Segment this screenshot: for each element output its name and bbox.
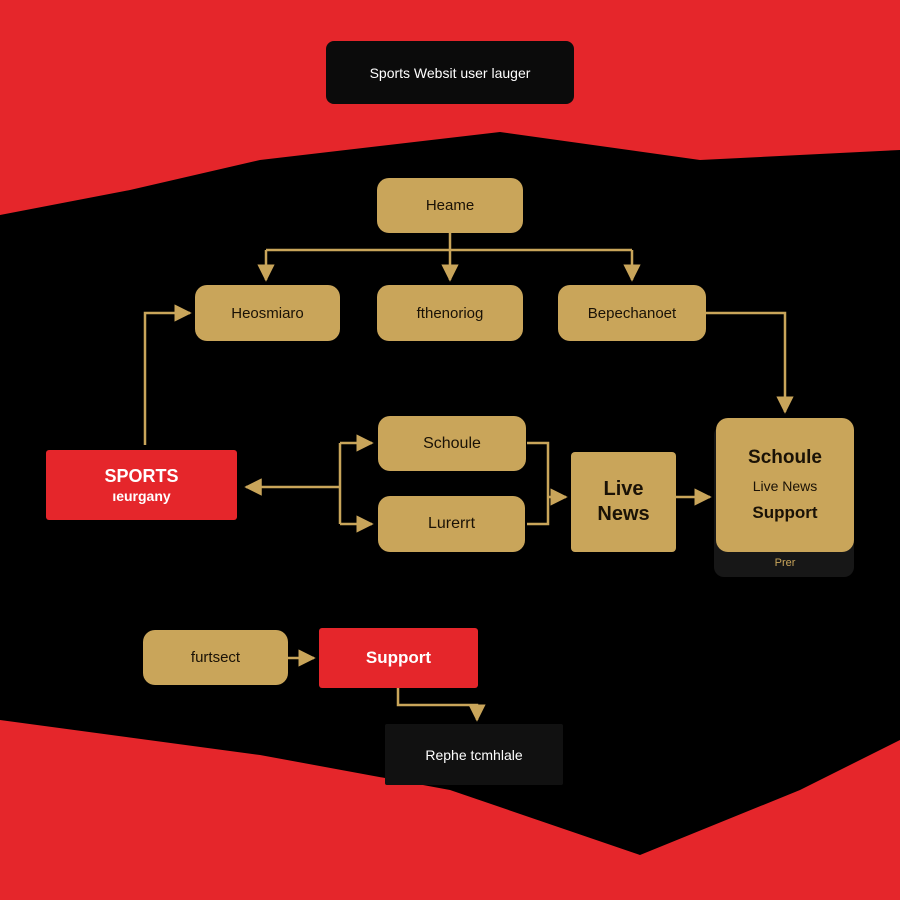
node-bepechanoet[interactable]: Bepechanoet (558, 285, 706, 341)
node-etherioriq[interactable]: fthenoriog (377, 285, 523, 341)
node-sports[interactable]: SPORTS ıeurgany (46, 450, 237, 520)
node-home-label: Heame (425, 197, 475, 214)
connector-support-to-reply (396, 688, 486, 722)
node-fursect-label: furtsect (190, 649, 241, 666)
node-home[interactable]: Heame (377, 178, 523, 233)
node-reply[interactable]: Rephe tcmhlale (385, 724, 563, 785)
connector-bepechanoet-to-panel (705, 311, 794, 414)
node-support-label: Support (365, 648, 432, 667)
node-fursect[interactable]: furtsect (143, 630, 288, 685)
node-bepechanoet-label: Bepechanoet (587, 304, 677, 322)
node-sports-subtitle: ıeurgany (112, 488, 171, 504)
node-live-news-label: Live News (597, 478, 650, 525)
node-headlines[interactable]: Heosmiaro (195, 285, 340, 341)
node-reply-label: Rephe tcmhlale (425, 746, 523, 763)
node-sports-title: SPORTS (104, 466, 179, 486)
page-title: Sports Websit user lauger (369, 64, 531, 81)
node-etherioriq-label: fthenoriog (416, 304, 484, 322)
node-headlines-label: Heosmiaro (231, 304, 304, 322)
connectors (143, 232, 794, 722)
panel-footer-label: Prer (774, 557, 796, 569)
panel-card[interactable]: Schoule Live News Support (716, 418, 854, 552)
node-schedule[interactable]: Schoule (378, 416, 526, 471)
panel-title: Schoule (748, 447, 822, 468)
node-schedule-label: Schoule (423, 434, 481, 452)
connector-loop-to-headlines (143, 304, 192, 445)
connector-merge (527, 441, 550, 526)
node-current[interactable]: Lurerrt (378, 496, 525, 552)
node-live-news[interactable]: Live News (571, 452, 676, 552)
panel-support: Support (752, 503, 818, 522)
title-box: Sports Websit user lauger (326, 41, 574, 104)
panel-live-news: Live News (752, 478, 818, 494)
node-current-label: Lurerrt (427, 515, 476, 532)
node-support[interactable]: Support (319, 628, 478, 688)
